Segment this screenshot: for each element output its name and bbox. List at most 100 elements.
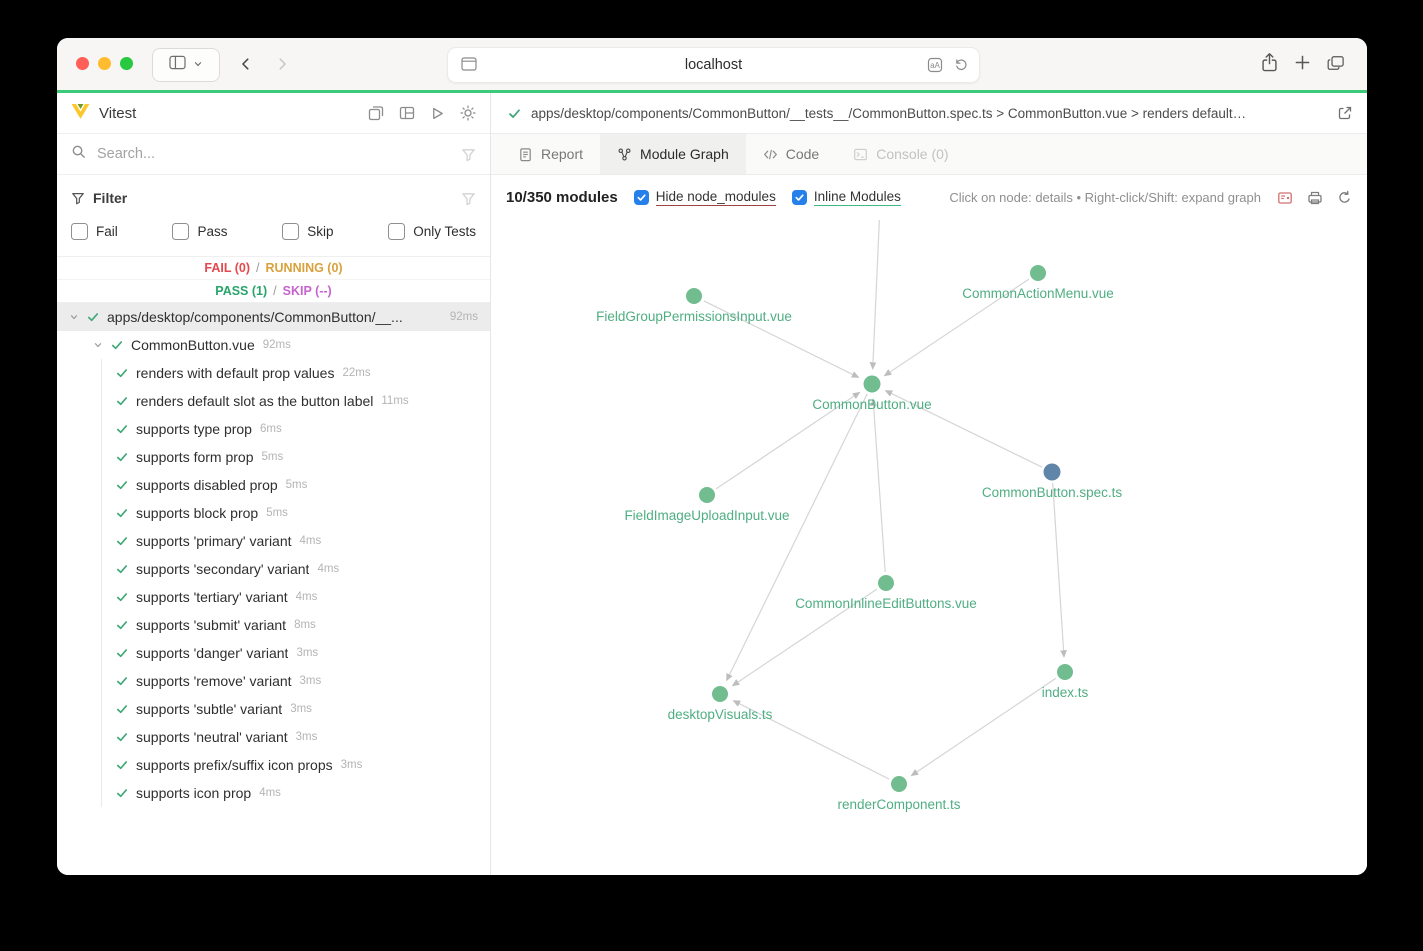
app-title: Vitest — [99, 104, 137, 122]
browser-window: localhost aA — [57, 38, 1367, 875]
new-tab-button[interactable] — [1294, 54, 1311, 71]
tab-module-graph[interactable]: Module Graph — [600, 134, 746, 174]
sidebar-toggle-button[interactable] — [152, 48, 220, 82]
test-duration: 22ms — [342, 367, 371, 379]
tab-report[interactable]: Report — [501, 134, 600, 174]
graph-edge — [703, 300, 860, 378]
address-bar[interactable]: localhost aA — [447, 47, 980, 83]
test-name: supports 'submit' variant — [136, 617, 287, 633]
graph-node-CommonActionMenu.vue[interactable] — [1030, 265, 1046, 281]
test-suite-row[interactable]: CommonButton.vue 92ms — [57, 331, 490, 359]
test-tree: apps/desktop/components/CommonButton/__.… — [57, 303, 490, 875]
layout-icon[interactable] — [399, 105, 415, 121]
test-name: renders with default prop values — [136, 365, 335, 381]
filter-option-only-tests[interactable]: Only Tests — [388, 222, 476, 240]
pass-check-icon — [115, 758, 129, 772]
forward-button[interactable] — [269, 51, 295, 77]
pass-check-icon — [115, 366, 129, 380]
test-duration: 11ms — [381, 395, 409, 407]
export-graph-icon[interactable] — [1307, 190, 1323, 206]
search-filter-icon[interactable] — [461, 147, 476, 162]
console-icon — [853, 147, 868, 162]
filter-option-fail[interactable]: Fail — [71, 222, 118, 240]
checkbox-skip[interactable] — [282, 222, 300, 240]
checkbox-pass[interactable] — [172, 222, 190, 240]
minimize-button[interactable] — [98, 57, 111, 70]
chevron-down-icon[interactable] — [93, 340, 103, 350]
test-row[interactable]: renders with default prop values 22ms — [57, 359, 490, 387]
run-all-icon[interactable] — [430, 106, 445, 121]
pass-check-icon — [115, 786, 129, 800]
hide-node-modules-toggle[interactable]: Hide node_modules — [633, 189, 776, 206]
graph-node-label: CommonButton.spec.ts — [982, 485, 1123, 500]
funnel-icon — [71, 191, 85, 205]
test-duration: 4ms — [295, 591, 318, 603]
zoom-button[interactable] — [120, 57, 133, 70]
filter-option-skip[interactable]: Skip — [282, 222, 333, 240]
inline-modules-toggle[interactable]: Inline Modules — [791, 189, 901, 206]
chevron-down-icon[interactable] — [69, 312, 79, 322]
run-summary: FAIL (0) / RUNNING (0) PASS (1) / SKIP (… — [57, 257, 490, 303]
pass-check-icon — [115, 478, 129, 492]
graph-node-label: FieldImageUploadInput.vue — [624, 508, 789, 523]
graph-node-label: CommonButton.vue — [812, 397, 931, 412]
test-file-row[interactable]: apps/desktop/components/CommonButton/__.… — [57, 303, 490, 331]
reload-icon[interactable] — [954, 57, 969, 72]
tab-overview-button[interactable] — [1327, 55, 1345, 71]
graph-edge — [883, 278, 1030, 377]
graph-edge — [732, 700, 890, 780]
pass-check-icon — [115, 394, 129, 408]
tab-console[interactable]: Console (0) — [836, 134, 965, 174]
search-bar — [57, 134, 490, 175]
checked-checkbox-icon — [791, 190, 807, 205]
graph-node-renderComponent.ts[interactable] — [891, 776, 907, 792]
module-graph-canvas[interactable]: FieldGroupPermissionsInput.vueCommonActi… — [491, 220, 1367, 875]
test-name: supports 'subtle' variant — [136, 701, 283, 717]
graph-edge — [910, 677, 1057, 777]
graph-node-FieldImageUploadInput.vue[interactable] — [699, 487, 715, 503]
graph-node-desktopVisuals.ts[interactable] — [712, 686, 728, 702]
graph-node-FieldGroupPermissionsInput.vue[interactable] — [686, 288, 702, 304]
dashboard-icon[interactable] — [368, 105, 384, 121]
checkbox-only-tests[interactable] — [388, 222, 406, 240]
graph-node-CommonButton.vue[interactable] — [863, 375, 881, 393]
test-duration: 3ms — [299, 675, 322, 687]
translate-icon[interactable]: aA — [927, 57, 943, 73]
open-external-icon[interactable] — [1337, 105, 1353, 121]
search-input[interactable] — [95, 145, 452, 163]
filter-option-pass[interactable]: Pass — [172, 222, 228, 240]
clear-filter-icon[interactable] — [461, 191, 476, 206]
theme-toggle-icon[interactable] — [460, 105, 476, 121]
page-icon — [461, 57, 477, 71]
test-row[interactable]: renders default slot as the button label… — [57, 387, 490, 415]
graph-node-CommonInlineEditButtons.vue[interactable] — [878, 575, 894, 591]
graph-node-CommonButton.spec.ts[interactable] — [1043, 463, 1061, 481]
checkbox-fail[interactable] — [71, 222, 88, 240]
pass-check-icon — [115, 534, 129, 548]
tab-code[interactable]: Code — [746, 134, 836, 174]
close-button[interactable] — [76, 57, 89, 70]
back-button[interactable] — [233, 51, 259, 77]
node-legend-icon[interactable] — [1277, 190, 1293, 206]
test-name: supports 'secondary' variant — [136, 561, 310, 577]
reset-graph-icon[interactable] — [1337, 190, 1352, 205]
graph-node-index.ts[interactable] — [1057, 664, 1073, 680]
graph-edge — [884, 390, 1043, 468]
test-suite-name: CommonButton.vue — [131, 337, 255, 353]
pass-count: PASS (1) — [215, 284, 268, 298]
share-button[interactable] — [1261, 52, 1278, 73]
